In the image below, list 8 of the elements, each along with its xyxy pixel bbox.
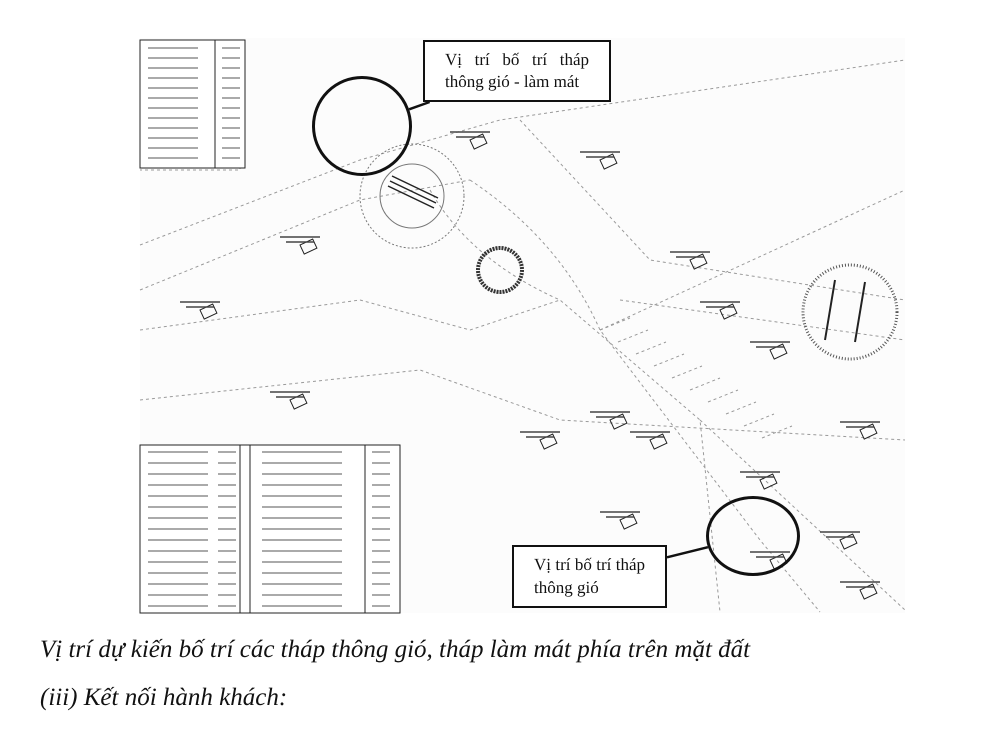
callout-text: Vị trí bố trí tháp thông gió bbox=[534, 554, 645, 599]
highlight-circle bbox=[706, 496, 800, 576]
section-heading: (iii) Kết nối hành khách: bbox=[40, 684, 288, 712]
callout-box bbox=[423, 40, 611, 102]
highlight-circle bbox=[312, 76, 412, 176]
callout-box bbox=[512, 545, 667, 608]
figure-caption: Vị trí dự kiến bố trí các tháp thông gió, tháp làm mát phía trên mặt đất bbox=[40, 636, 752, 664]
callout-text: Vị trí bố trí tháp thông gió - làm mát bbox=[445, 48, 589, 93]
